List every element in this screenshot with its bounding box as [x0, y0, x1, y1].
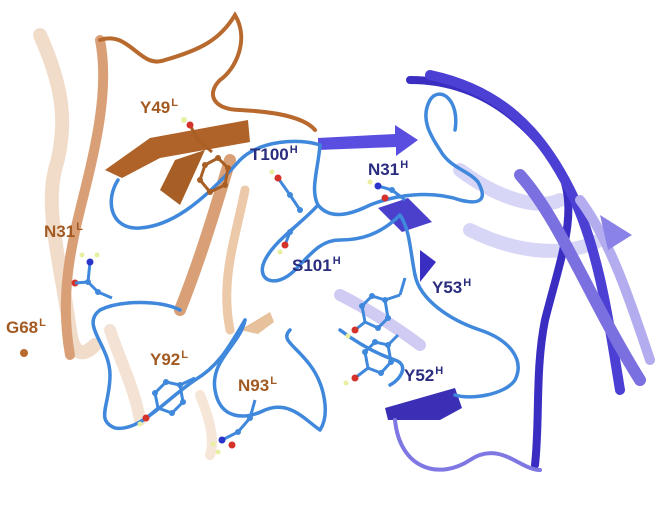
side-chain-t100: [269, 169, 303, 213]
light-chain-back-strand: [33, 28, 102, 360]
heavy-chain-bottom-sheet: [385, 388, 462, 420]
g68-calpha: [20, 349, 28, 357]
label-y52-name: Y52: [404, 366, 435, 385]
label-s101-chain: H: [332, 255, 341, 267]
light-chain-faint-strand: [104, 324, 146, 426]
label-g68-light: G68L: [6, 317, 46, 337]
cdr-loop-h3: [413, 273, 520, 399]
light-chain-strand-arrow-y49: [105, 120, 250, 178]
cdr-loops: [91, 92, 520, 432]
label-n31h-name: N31: [368, 160, 400, 179]
side-chain-y49: [181, 117, 231, 195]
label-t100-heavy: T100H: [250, 144, 298, 164]
label-t100-chain: H: [289, 144, 298, 156]
heavy-chain-strand-2: [425, 70, 625, 395]
light-chain-loop-top: [98, 11, 317, 132]
side-chain-n31-heavy: [367, 179, 406, 202]
label-n31-light: N31L: [44, 221, 83, 241]
side-chain-n93: [210, 399, 257, 455]
cdr-loop-h2: [260, 203, 417, 283]
cdr-loop-l3: [91, 300, 247, 430]
label-y52-chain: H: [435, 365, 444, 377]
label-y49-chain: L: [171, 97, 178, 109]
heavy-chain-ribbon: [318, 70, 655, 472]
light-chain-strand-inner: [222, 185, 250, 335]
label-y53-name: Y53: [432, 278, 463, 297]
cdr-loop-l3b: [212, 318, 327, 432]
label-n31h-chain: H: [400, 159, 409, 171]
side-chain-y52: [343, 333, 400, 386]
light-chain-arrow-lower: [240, 312, 274, 334]
heavy-chain-bottom-loop: [393, 418, 542, 472]
heavy-chain-arrow-y53: [420, 250, 436, 282]
label-n93-name: N93: [238, 376, 270, 395]
label-y53-chain: H: [463, 277, 472, 289]
label-n93-light: N93L: [238, 375, 277, 395]
label-s101-name: S101: [292, 256, 332, 275]
label-s101-heavy: S101H: [292, 255, 341, 275]
heavy-chain-arrow-mid: [378, 198, 432, 232]
side-chain-n31-light: [71, 252, 113, 300]
side-chain-y53: [345, 277, 407, 339]
label-y92-light: Y92L: [150, 349, 188, 369]
label-y49-name: Y49: [140, 98, 171, 117]
heavy-chain-arrow-right: [600, 215, 632, 250]
label-y92-chain: L: [181, 349, 188, 361]
heavy-chain-strand-4: [575, 195, 655, 365]
label-g68-name: G68: [6, 318, 39, 337]
cdr-loop-h1: [312, 92, 484, 217]
cdr-loop-l1: [109, 139, 322, 230]
light-chain-strand-arrow-down: [160, 150, 205, 205]
label-y52-heavy: Y52H: [404, 365, 444, 385]
light-chain-faint-strand-2: [195, 390, 217, 460]
label-y53-heavy: Y53H: [432, 277, 472, 297]
cdr-loop-h2-lower: [338, 328, 405, 387]
label-t100-name: T100: [250, 145, 289, 164]
label-y92-name: Y92: [150, 350, 181, 369]
label-n31-heavy: N31H: [368, 159, 409, 179]
label-n31l-chain: L: [76, 221, 83, 233]
side-chain-s101: [277, 220, 302, 255]
label-y49-light: Y49L: [140, 97, 178, 117]
light-chain-strand-left: [60, 35, 109, 360]
heavy-chain-faint-sheet: [334, 289, 426, 351]
label-n93-chain: L: [270, 375, 277, 387]
heavy-chain-arrow-t100: [318, 125, 418, 156]
side-chain-y92: [137, 376, 196, 427]
label-g68-chain: L: [39, 317, 46, 329]
heavy-chain-strand-3: [514, 169, 646, 386]
label-n31l-name: N31: [44, 222, 76, 241]
